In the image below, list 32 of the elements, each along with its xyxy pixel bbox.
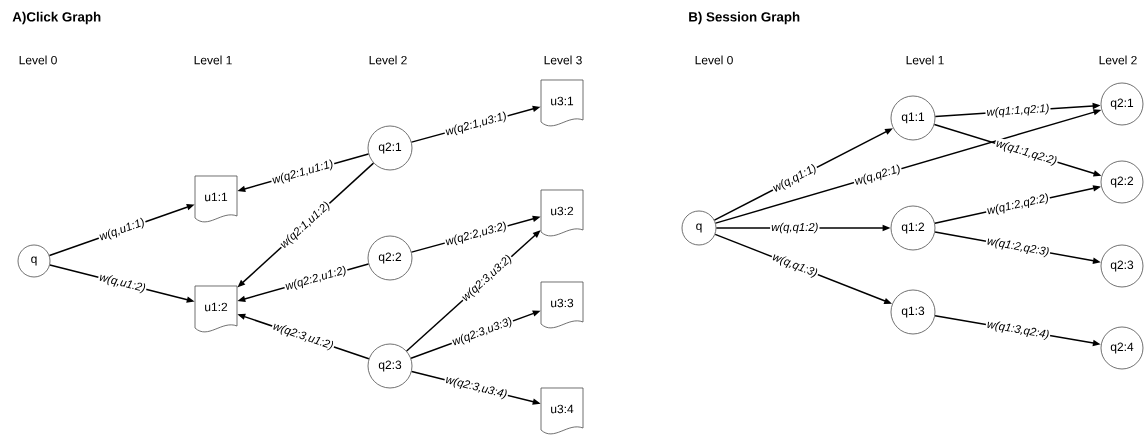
- edge-label: w(q1:3,q2:4): [984, 318, 1052, 342]
- circle-node: q2:1: [1100, 82, 1144, 126]
- circle-node: q: [681, 210, 717, 246]
- circle-node: q2:1: [367, 125, 413, 171]
- edge-label: w(q,u1:2): [96, 271, 148, 296]
- document-node: u1:1: [194, 175, 238, 223]
- circle-node: q2:4: [1100, 326, 1144, 370]
- document-node: u1:2: [194, 285, 238, 333]
- circle-node: q1:2: [890, 205, 936, 251]
- level-label: Level 0: [19, 55, 57, 65]
- circle-node: q2:3: [1100, 244, 1144, 288]
- circle-node: q1:1: [890, 95, 936, 141]
- edge-label: w(q,q1:2): [770, 221, 820, 235]
- panel-title: B) Session Graph: [689, 11, 800, 25]
- level-label: Level 3: [544, 55, 582, 65]
- document-node: u3:4: [540, 387, 584, 435]
- level-label: Level 1: [194, 55, 232, 65]
- circle-node: q2:2: [367, 235, 413, 281]
- circle-node: q2:2: [1100, 160, 1144, 204]
- circle-node: q: [17, 244, 51, 278]
- panel-title: A)Click Graph: [12, 11, 101, 25]
- level-label: Level 2: [369, 55, 407, 65]
- circle-node: q1:3: [890, 289, 936, 335]
- level-label: Level 0: [695, 55, 733, 65]
- level-label: Level 2: [1099, 55, 1137, 65]
- document-node: u3:3: [540, 281, 584, 329]
- document-node: u3:1: [540, 79, 584, 127]
- circle-node: q2:3: [367, 343, 413, 389]
- level-label: Level 1: [906, 55, 944, 65]
- edge-label: w(q1:2,q2:3): [984, 235, 1052, 260]
- document-node: u3:2: [540, 189, 584, 237]
- edge-label: w(q1:1,q2:1): [985, 102, 1051, 120]
